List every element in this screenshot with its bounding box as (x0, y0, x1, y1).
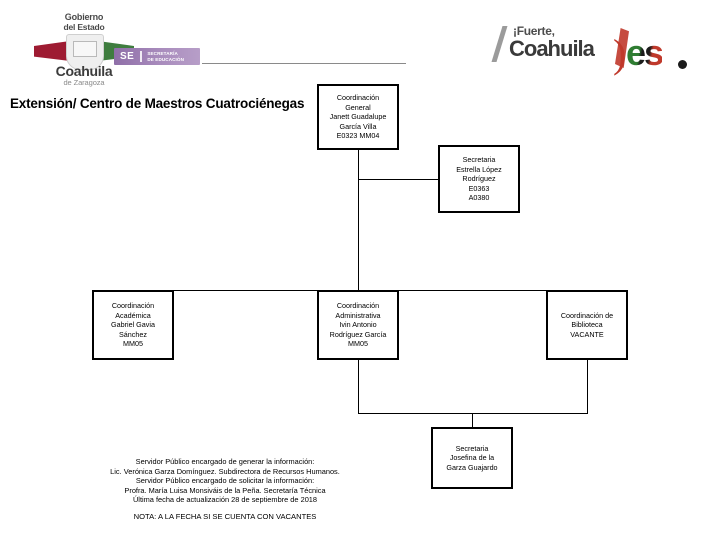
node-vacancy: VACANTE (570, 329, 604, 339)
state-name-sub: de Zaragoza (63, 78, 105, 87)
shield-inner-detail (73, 41, 97, 57)
node-line: Rodríguez (462, 174, 496, 184)
footer-vacancy-note: NOTA: A LA FECHA SI SE CUENTA CON VACANT… (133, 512, 317, 521)
node-line: Biblioteca (571, 320, 603, 330)
node-code: A0380 (468, 193, 490, 203)
gobierno-logo-text: Gobierno del Estado (24, 12, 144, 32)
footer-line: Servidor Público encargado de generar la… (135, 457, 315, 466)
org-node-coordinacion-biblioteca[interactable]: Coordinación de Biblioteca VACANTE (546, 290, 628, 360)
connector-secretaria-branch (358, 179, 438, 180)
se-badge-divider (140, 51, 143, 62)
node-line: Ivin Antonio (339, 320, 377, 330)
node-code: MM05 (348, 339, 368, 349)
coahuila-seal-icon (34, 34, 134, 70)
logo-fuerte-text: ¡Fuerte, (513, 24, 555, 38)
se-badge-mark: SE (120, 51, 135, 62)
connector-administrativa-down (358, 360, 359, 414)
node-line: Secretaria (455, 443, 489, 453)
logo-es-text: es (626, 32, 664, 73)
org-node-secretaria-administrativa[interactable]: Secretaria Josefina de la Garza Guajardo (431, 427, 513, 489)
node-line: Secretaria (462, 155, 496, 165)
node-line: Gabriel Gavia (111, 320, 155, 330)
logo-slash-mark (491, 26, 508, 62)
node-line: Estrella López (456, 164, 502, 174)
fuerte-coahuila-es-logo: ¡Fuerte, Coahuila ) es (491, 16, 687, 76)
page-title: Extensión/ Centro de Maestros Cuatrocién… (10, 96, 305, 111)
se-badge-text: SECRETARÍA DE EDUCACIÓN (142, 51, 184, 61)
footer-credits: Servidor Público encargado de generar la… (60, 457, 390, 505)
node-line: Coordinación (336, 301, 380, 311)
org-node-secretaria-direccion[interactable]: Secretaria Estrella López Rodríguez E036… (438, 145, 520, 213)
logo-coahuila-text: Coahuila (509, 36, 595, 61)
node-line: Josefina de la (449, 453, 495, 463)
node-line: Académica (115, 310, 151, 320)
node-code: E0323 MM04 (336, 131, 380, 141)
gobierno-coahuila-logo: Gobierno del Estado Coahuila de Zaragoza (24, 12, 144, 90)
node-line: Coordinación de (560, 310, 614, 320)
node-line: Administrativa (335, 310, 381, 320)
org-node-coordinacion-academica[interactable]: Coordinación Académica Gabriel Gavia Sán… (92, 290, 174, 360)
org-node-coordinacion-general[interactable]: Coordinación General Janett Guadalupe Ga… (317, 84, 399, 150)
org-node-coordinacion-administrativa[interactable]: Coordinación Administrativa Ivin Antonio… (317, 290, 399, 360)
footer-update-date: Última fecha de actualización 28 de sept… (132, 495, 318, 505)
flag-red-shape (34, 41, 70, 61)
se-badge-line1: SECRETARÍA (147, 51, 178, 57)
connector-general-trunk (358, 150, 359, 290)
footer-line: Profra. María Luisa Monsiváis de la Peña… (124, 485, 326, 495)
connector-bottom-bar (358, 413, 588, 414)
node-code: E0363 (468, 183, 490, 193)
secretaria-educacion-badge: SE SECRETARÍA DE EDUCACIÓN (114, 48, 200, 65)
node-line: Janett Guadalupe (329, 112, 387, 122)
node-line: Garza Guajardo (446, 462, 498, 472)
node-line: General (345, 102, 371, 112)
state-name: Coahuila (55, 63, 113, 79)
footer-line: Lic. Verónica Garza Domínguez. Subdirect… (110, 466, 340, 476)
state-shield-icon (66, 34, 104, 70)
node-code: MM05 (123, 339, 143, 349)
header-divider-rule (202, 63, 406, 64)
logo-paren-text: ) (613, 31, 627, 76)
node-line: Rodríguez García (329, 329, 387, 339)
node-line: García Villa (339, 121, 377, 131)
node-line: Coordinación (111, 301, 155, 311)
connector-secretaria-admin-drop (472, 413, 473, 427)
logo-exclamation-dot (678, 60, 687, 69)
connector-biblioteca-down (587, 360, 588, 414)
gobierno-line1: Gobierno (64, 12, 104, 22)
node-line: Sánchez (119, 329, 147, 339)
node-line: Coordinación (336, 93, 380, 103)
footer-line: Servidor Público encargado de solicitar … (135, 476, 315, 486)
se-badge-line2: DE EDUCACIÓN (147, 56, 185, 62)
gobierno-line2: del Estado (63, 22, 105, 32)
